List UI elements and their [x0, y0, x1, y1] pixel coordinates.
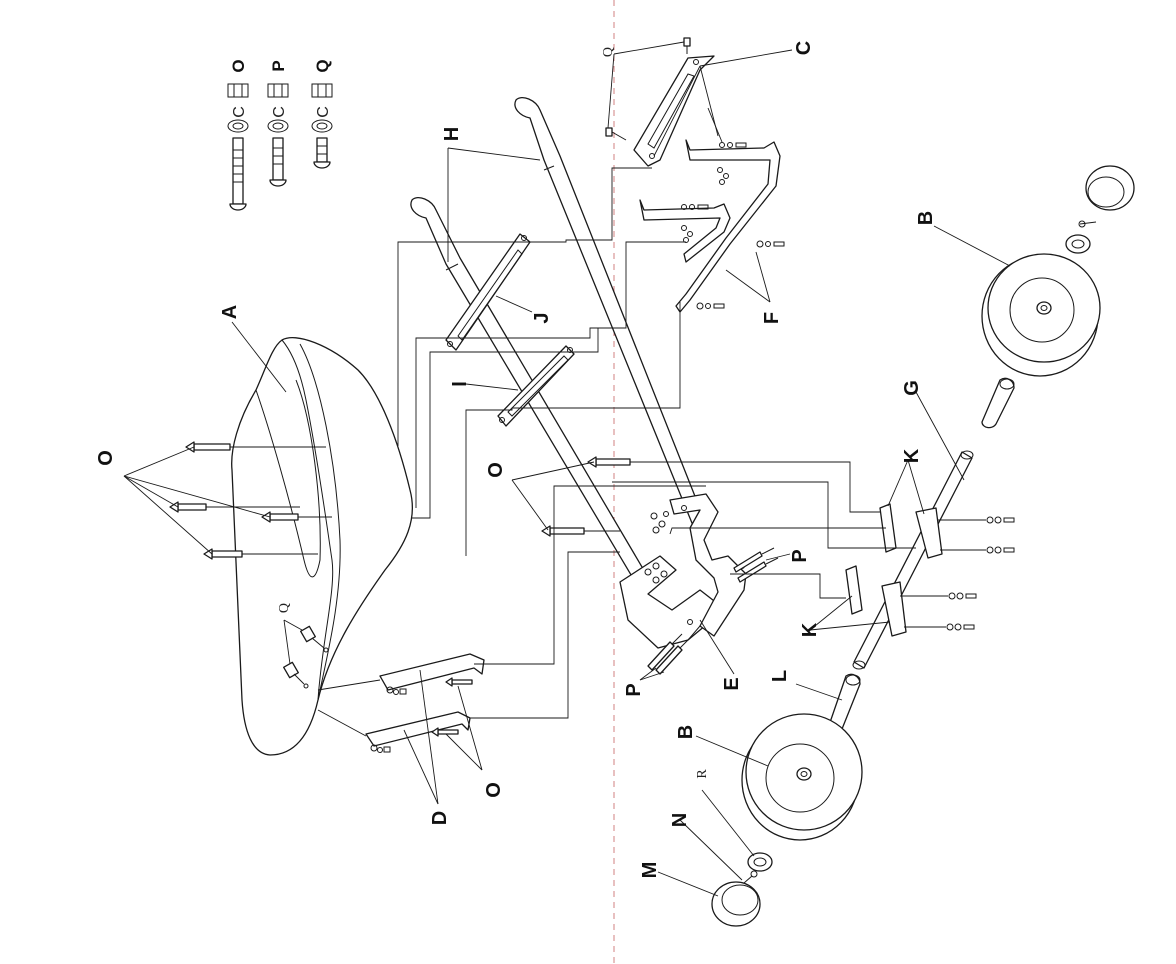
tray-bolt-4-icon — [203, 548, 243, 560]
leg-hardware-1-icon — [719, 142, 747, 148]
tray-bolt-2-icon — [169, 501, 207, 513]
label-n: N — [669, 813, 691, 827]
connector-lines — [397, 167, 916, 719]
leg-hardware-6-icon — [696, 302, 725, 310]
label-k-lower: K — [799, 622, 821, 637]
label-r: R — [695, 769, 710, 779]
wheel-b-lower — [741, 713, 863, 841]
bracket-c-q-bolt-side-icon — [605, 127, 627, 141]
bracket-d-bolt-2-icon — [431, 727, 459, 737]
label-b-upper: B — [915, 211, 937, 225]
bracket-c-q-bolt-top-icon — [683, 37, 691, 54]
bracket-d-hardware-2-icon — [370, 744, 391, 753]
axle-g — [852, 450, 974, 670]
label-j: J — [531, 312, 553, 323]
hardware-key-q-washer-letter: C — [315, 106, 332, 118]
label-q-bracket: Q — [601, 47, 616, 57]
frame-e-hardware-2-icon — [644, 562, 668, 584]
label-m: M — [639, 862, 661, 879]
hub-cap-m-lower — [711, 881, 761, 927]
hardware-key-q-letter: Q — [313, 59, 332, 72]
k-hardware-2-icon — [986, 546, 1015, 554]
label-g: G — [901, 380, 923, 396]
label-e: E — [721, 677, 743, 690]
label-o-frame: O — [485, 462, 507, 478]
hardware-key-p: P C — [267, 60, 289, 187]
k-hardware-4-icon — [946, 623, 975, 631]
hardware-key-p-letter: P — [269, 60, 288, 71]
wheel-b-upper — [981, 253, 1101, 377]
hardware-key-o: O C — [227, 59, 249, 211]
label-l: L — [769, 670, 791, 682]
label-q-tray: Q — [277, 603, 292, 613]
bolt-q-icon — [316, 137, 328, 163]
label-p-lower: P — [623, 683, 645, 696]
washer-upper — [1065, 234, 1091, 254]
washer-n-lower — [747, 852, 773, 872]
label-d: D — [429, 811, 451, 825]
k-hardware-3-icon — [948, 592, 977, 600]
label-o-bracket: O — [483, 782, 505, 798]
bracket-d-hardware-1-icon — [386, 686, 407, 695]
label-c: C — [793, 41, 815, 55]
label-f: F — [761, 312, 783, 324]
legs-f — [639, 139, 785, 313]
cotter-pin-upper-icon — [1078, 220, 1097, 228]
bolt-o-icon — [232, 137, 244, 205]
p-pins-lower — [639, 633, 691, 681]
frame-e — [619, 493, 747, 675]
frame-bolt-2-icon — [541, 525, 620, 537]
axle-brackets-k — [809, 459, 1015, 637]
tray-bolt-1-icon — [185, 441, 231, 453]
hardware-key-o-washer-letter: C — [231, 106, 248, 118]
brace-i — [497, 345, 575, 427]
bracket-c — [605, 37, 715, 167]
tray-bolt-3-icon — [261, 511, 299, 523]
part-labels: A O Q H J I Q C F B G K O P K P E L B R … — [95, 41, 937, 879]
label-i: I — [449, 381, 471, 387]
hardware-key: O C P C Q — [227, 59, 333, 211]
label-a: A — [219, 305, 241, 319]
frame-e-hardware-1-icon — [650, 511, 669, 534]
brackets-d — [317, 653, 485, 805]
k-hardware-1-icon — [986, 516, 1015, 524]
hardware-key-o-letter: O — [229, 59, 248, 72]
bracket-d-bolt-1-icon — [445, 677, 473, 687]
leader-lines — [123, 49, 1011, 897]
label-b-lower: B — [675, 725, 697, 739]
leg-hardware-4-icon — [681, 225, 693, 243]
label-h: H — [441, 127, 463, 141]
p-pins-upper — [733, 547, 791, 583]
leg-hardware-2-icon — [717, 167, 729, 185]
spacer-upper — [981, 377, 1015, 429]
leg-hardware-5-icon — [756, 240, 785, 248]
tray-q-bolt-1-icon — [300, 625, 329, 653]
hub-cap-upper — [1085, 165, 1135, 211]
label-o-tray: O — [95, 450, 117, 466]
hardware-key-q: Q C — [311, 59, 333, 169]
bolt-p-icon — [272, 137, 284, 181]
leg-hardware-3-icon — [681, 204, 709, 210]
tray-a — [169, 337, 414, 756]
label-p-upper: P — [789, 549, 811, 562]
hardware-key-p-washer-letter: C — [271, 106, 288, 118]
label-k-upper: K — [901, 448, 923, 463]
tray-q-bolt-2-icon — [283, 661, 309, 689]
